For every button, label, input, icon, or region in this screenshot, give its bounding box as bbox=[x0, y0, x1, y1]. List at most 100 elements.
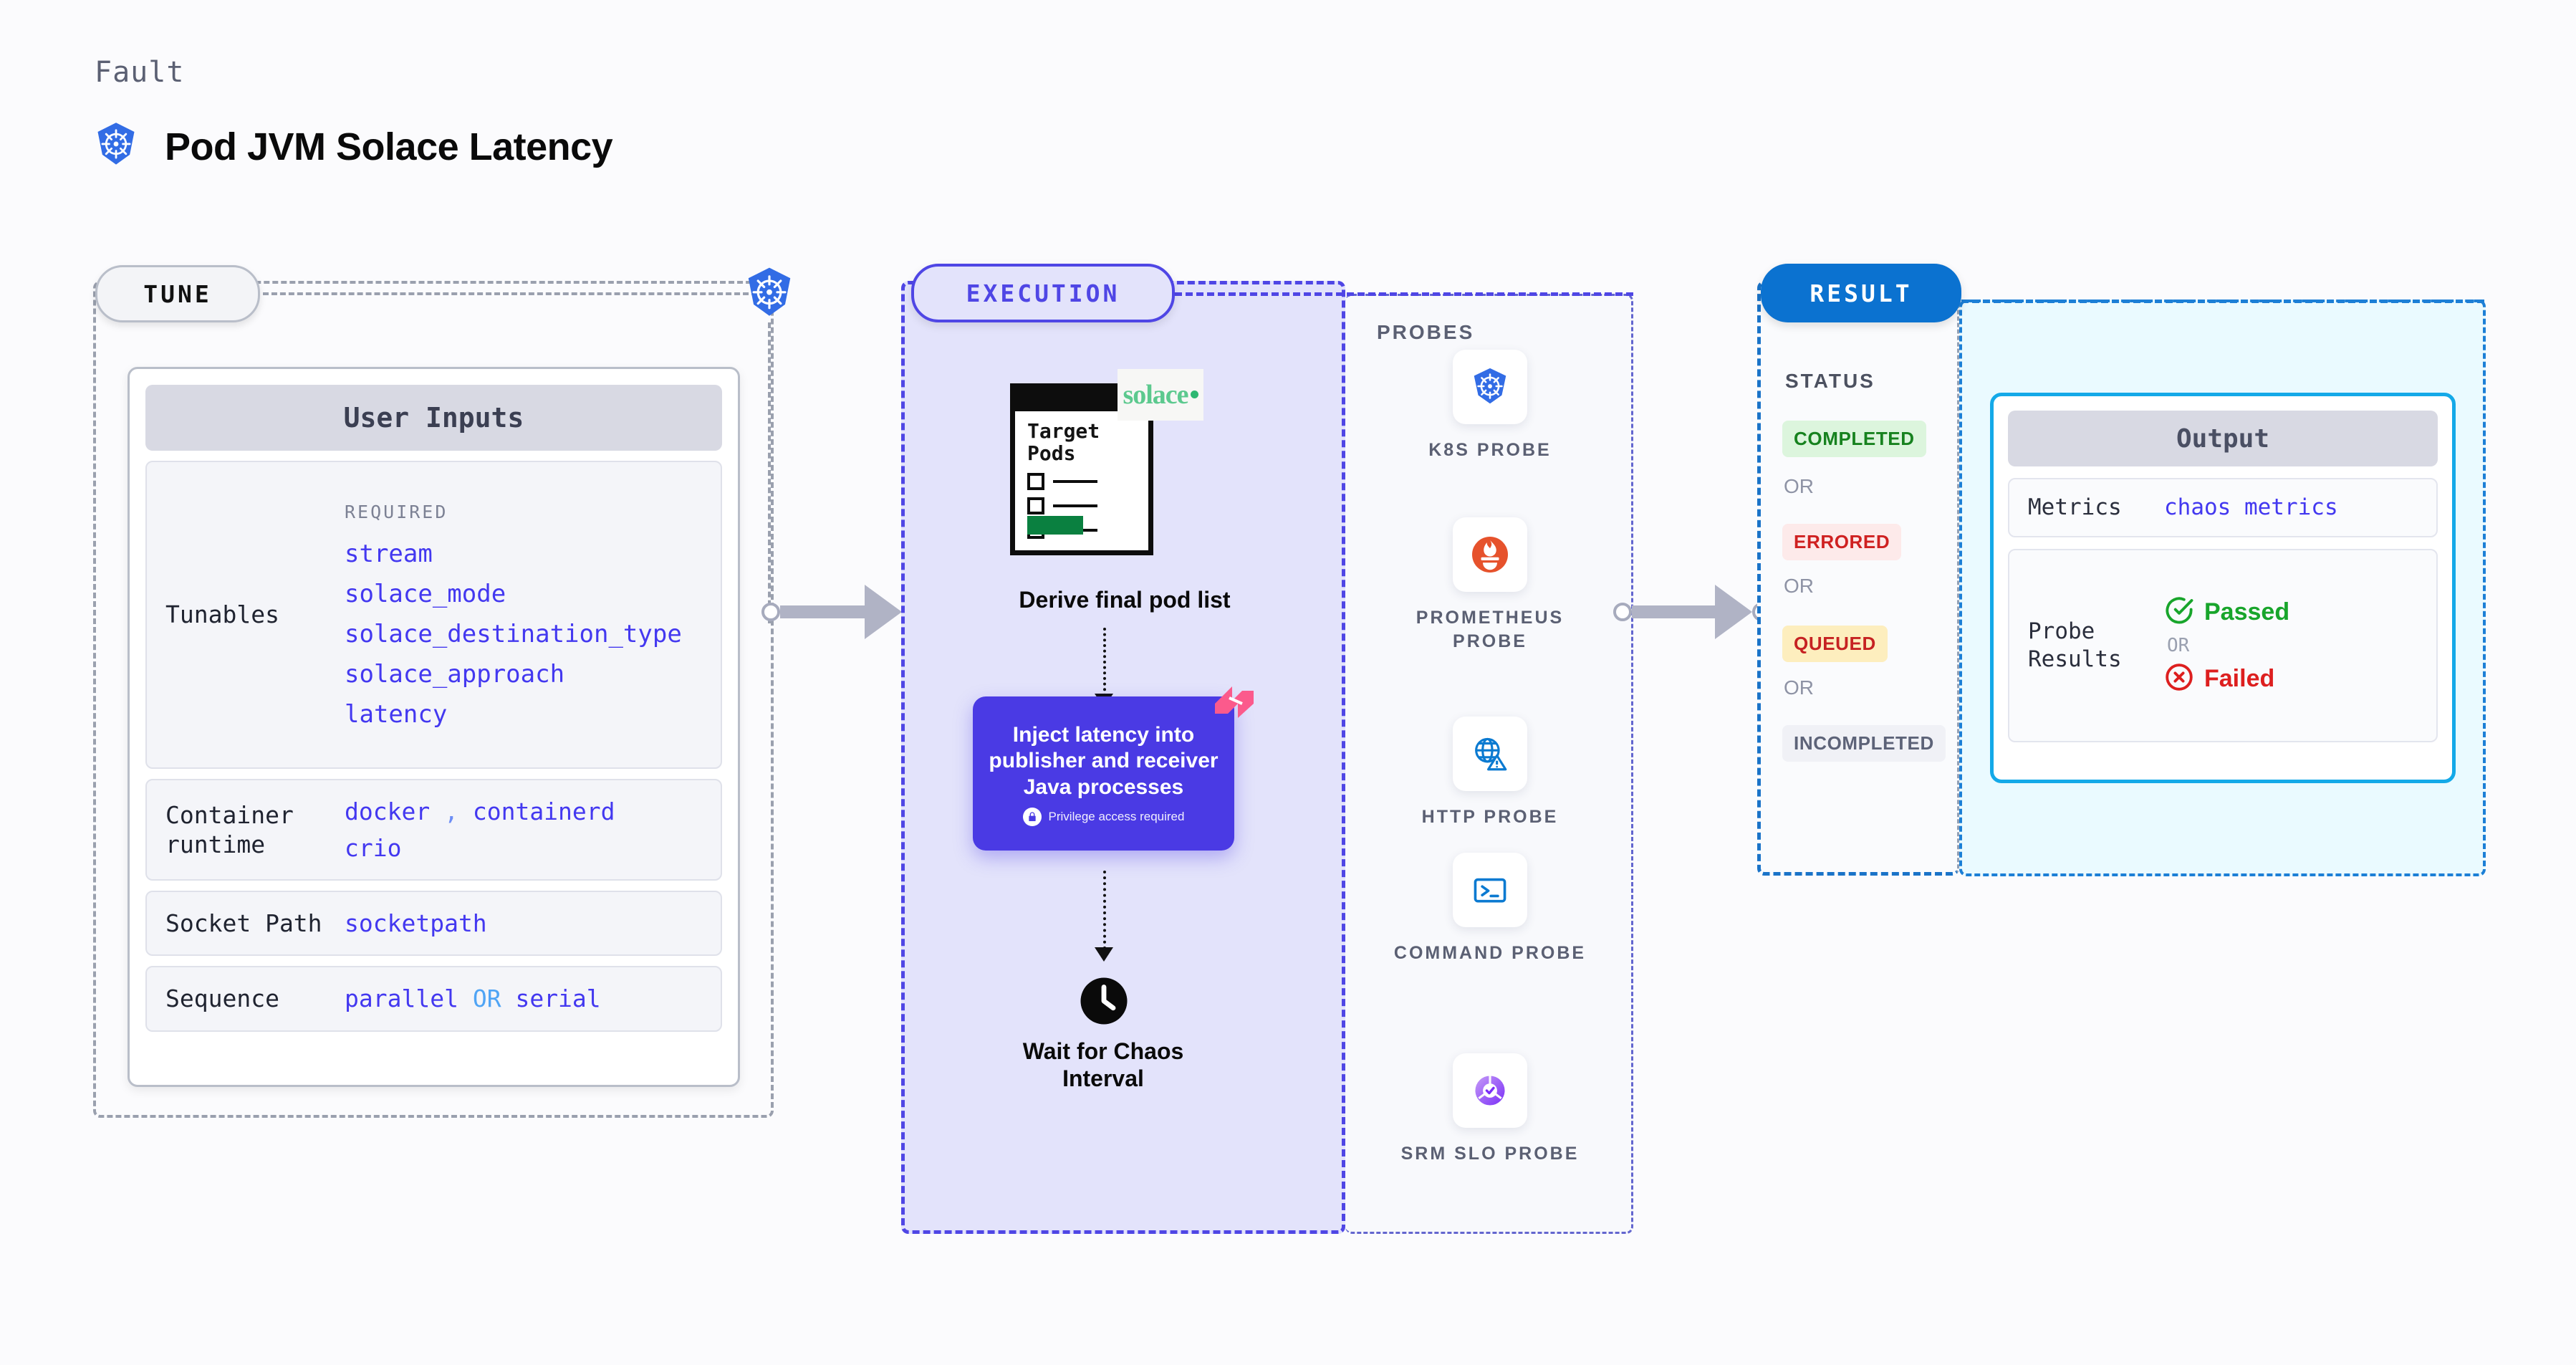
fault-kicker: Fault bbox=[95, 56, 185, 89]
sequence-serial[interactable]: serial bbox=[515, 985, 601, 1013]
tune-panel bbox=[93, 281, 774, 1118]
flow-connector-dotted bbox=[1103, 871, 1106, 949]
socket-path-label: Socket Path bbox=[165, 909, 322, 938]
user-inputs-card: User Inputs Tunables REQUIRED stream sol… bbox=[128, 367, 740, 1087]
kubernetes-icon bbox=[1453, 350, 1527, 424]
output-title: Output bbox=[2008, 411, 2438, 466]
kubernetes-icon bbox=[92, 120, 140, 173]
container-runtime-values: docker , containerd crio bbox=[345, 793, 615, 866]
probe-result-passed: Passed bbox=[2164, 595, 2289, 629]
execution-dashed-connector bbox=[1175, 292, 1633, 296]
stage-pill-execution[interactable]: EXECUTION bbox=[911, 264, 1175, 322]
status-badge-completed: COMPLETED bbox=[1782, 421, 1926, 457]
tunables-row: Tunables REQUIRED stream solace_mode sol… bbox=[145, 461, 722, 769]
probe-command[interactable]: COMMAND PROBE bbox=[1383, 853, 1597, 965]
flow-connector-arrowhead bbox=[1095, 947, 1113, 962]
http-globe-warning-icon bbox=[1453, 717, 1527, 791]
output-card: Output Metrics chaos metrics Probe Resul… bbox=[1990, 393, 2456, 783]
document-checklist-line bbox=[1027, 497, 1097, 514]
result-dashed-connector bbox=[1961, 300, 2484, 303]
privilege-note-text: Privilege access required bbox=[1048, 810, 1185, 824]
srm-slo-icon bbox=[1453, 1053, 1527, 1128]
sequence-or: OR bbox=[472, 985, 501, 1013]
probe-label: HTTP PROBE bbox=[1421, 807, 1559, 827]
passed-label: Passed bbox=[2204, 598, 2290, 626]
probe-result-failed: Failed bbox=[2164, 662, 2289, 696]
flow-arrow-execution-to-result bbox=[1613, 585, 1771, 639]
metrics-label: Metrics bbox=[2028, 494, 2122, 520]
tunable-item[interactable]: solace_destination_type bbox=[345, 619, 682, 648]
arrow-head bbox=[865, 585, 902, 639]
probe-results-values: Passed OR Failed bbox=[2164, 595, 2289, 696]
probe-label: K8S PROBE bbox=[1428, 440, 1552, 460]
probe-http[interactable]: HTTP PROBE bbox=[1383, 717, 1597, 829]
container-runtime-row: Container runtime docker , containerd cr… bbox=[145, 779, 722, 881]
tunable-item[interactable]: stream bbox=[345, 539, 433, 568]
arrow-bar bbox=[1632, 605, 1716, 618]
arrow-start-dot bbox=[1613, 603, 1632, 621]
socket-path-value[interactable]: socketpath bbox=[345, 909, 487, 938]
or-separator: OR bbox=[2167, 634, 2190, 656]
inject-latency-step[interactable]: Inject latency into publisher and receiv… bbox=[973, 696, 1234, 851]
tunable-item[interactable]: solace_approach bbox=[345, 659, 565, 689]
probes-title: PROBES bbox=[1377, 321, 1475, 343]
tunable-item[interactable]: latency bbox=[345, 699, 448, 729]
flow-arrow-tune-to-execution bbox=[761, 585, 921, 639]
x-circle-icon bbox=[2164, 662, 2194, 696]
tunable-item[interactable]: solace_mode bbox=[345, 579, 506, 608]
line-rule bbox=[1053, 480, 1097, 483]
runtime-containerd[interactable]: containerd bbox=[472, 798, 615, 825]
document-green-bar bbox=[1027, 516, 1083, 535]
sequence-parallel[interactable]: parallel bbox=[345, 985, 458, 1013]
page-title: Pod JVM Solace Latency bbox=[165, 125, 613, 168]
tunables-values: REQUIRED stream solace_mode solace_desti… bbox=[345, 502, 682, 729]
or-separator: OR bbox=[1784, 475, 1814, 497]
probe-k8s[interactable]: K8S PROBE bbox=[1383, 350, 1597, 462]
result-panel bbox=[1757, 281, 1959, 876]
runtime-docker[interactable]: docker bbox=[345, 798, 431, 825]
arrow-bar bbox=[780, 605, 866, 618]
solace-logo: solace bbox=[1118, 369, 1203, 421]
sequence-values: parallel OR serial bbox=[345, 980, 601, 1017]
probe-prometheus[interactable]: PROMETHEUS PROBE bbox=[1383, 517, 1597, 653]
kubernetes-icon bbox=[741, 265, 797, 321]
lock-icon bbox=[1022, 808, 1042, 827]
probe-label: PROMETHEUS PROBE bbox=[1416, 608, 1565, 651]
derive-pod-list-caption: Derive final pod list bbox=[1019, 587, 1231, 613]
status-badge-errored: ERRORED bbox=[1782, 524, 1902, 560]
check-circle-icon bbox=[2164, 595, 2194, 629]
privilege-note: Privilege access required bbox=[1022, 808, 1185, 827]
document-checklist-icon: Target Pods solace bbox=[1010, 369, 1203, 555]
arrow-head bbox=[1715, 585, 1752, 639]
stage-pill-tune[interactable]: TUNE bbox=[95, 265, 260, 322]
document-title: Target Pods bbox=[1027, 419, 1100, 466]
metrics-value[interactable]: chaos metrics bbox=[2164, 494, 2338, 521]
required-tag: REQUIRED bbox=[345, 501, 448, 522]
flow-connector-dotted bbox=[1103, 628, 1106, 696]
metrics-row: Metrics chaos metrics bbox=[2008, 478, 2438, 537]
checkbox-icon bbox=[1027, 473, 1044, 490]
container-runtime-label: Container runtime bbox=[165, 800, 294, 859]
prometheus-icon bbox=[1453, 517, 1527, 592]
sequence-label: Sequence bbox=[165, 985, 279, 1013]
probe-results-label: Probe Results bbox=[2028, 618, 2122, 672]
stage-pill-result[interactable]: RESULT bbox=[1761, 264, 1961, 322]
tune-dashed-connector bbox=[263, 292, 757, 295]
probe-srm-slo[interactable]: SRM SLO PROBE bbox=[1383, 1053, 1597, 1166]
terminal-icon bbox=[1453, 853, 1527, 927]
litmus-badge-icon bbox=[1213, 682, 1256, 722]
document-checklist-line bbox=[1027, 473, 1097, 490]
status-title: STATUS bbox=[1785, 370, 1875, 392]
checkbox-icon bbox=[1027, 497, 1044, 514]
or-separator: OR bbox=[1784, 575, 1814, 597]
tunables-label: Tunables bbox=[165, 600, 279, 629]
probe-label: SRM SLO PROBE bbox=[1400, 1144, 1580, 1164]
status-badge-incompleted: INCOMPLETED bbox=[1782, 725, 1946, 762]
user-inputs-title: User Inputs bbox=[145, 385, 722, 451]
wait-for-chaos-caption: Wait for Chaos Interval bbox=[1022, 1038, 1184, 1092]
probe-results-row: Probe Results Passed OR bbox=[2008, 548, 2438, 742]
runtime-crio[interactable]: crio bbox=[345, 834, 402, 863]
clock-icon bbox=[1076, 973, 1132, 1029]
probe-label: COMMAND PROBE bbox=[1393, 943, 1587, 963]
